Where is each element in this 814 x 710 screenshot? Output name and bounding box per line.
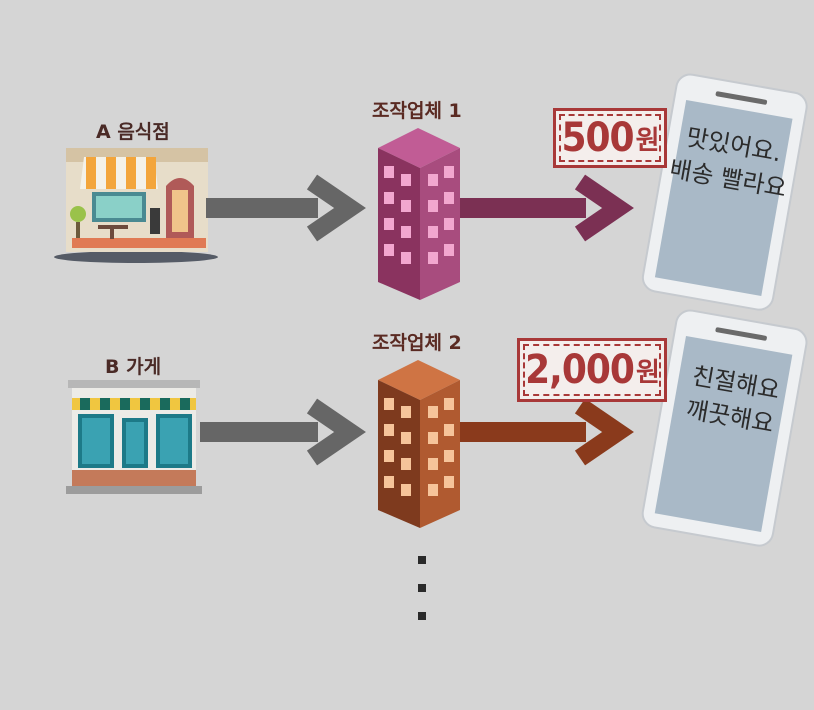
arrow-company-2-to-review bbox=[460, 398, 634, 466]
company-2-building-icon bbox=[378, 360, 460, 528]
phone-2-icon bbox=[641, 309, 808, 547]
arrow-company-1-to-review bbox=[460, 174, 634, 242]
store-a-label: A 음식점 bbox=[96, 121, 170, 143]
company-2-windows bbox=[384, 398, 454, 496]
price-tag-1: 500 원 bbox=[553, 108, 667, 168]
price-tag-2-amount: 2,000 bbox=[525, 347, 635, 393]
phone-1-icon bbox=[641, 73, 808, 311]
price-tag-1-unit: 원 bbox=[635, 125, 660, 156]
company-1-building-icon bbox=[378, 128, 460, 300]
restaurant-a-icon bbox=[54, 148, 218, 263]
company-1-label: 조작업체 1 bbox=[372, 100, 462, 122]
price-tag-2-unit: 원 bbox=[635, 357, 660, 388]
shop-b-icon bbox=[66, 380, 202, 494]
more-companies-ellipsis bbox=[418, 556, 426, 620]
company-1-windows bbox=[384, 166, 454, 264]
price-tag-1-amount: 500 bbox=[561, 115, 634, 161]
arrow-store-b-to-company-2 bbox=[200, 398, 366, 466]
arrow-store-a-to-company-1 bbox=[206, 174, 366, 242]
store-b-label: B 가게 bbox=[105, 356, 162, 378]
company-2-label: 조작업체 2 bbox=[372, 332, 462, 354]
price-tag-2: 2,000 원 bbox=[517, 338, 667, 402]
